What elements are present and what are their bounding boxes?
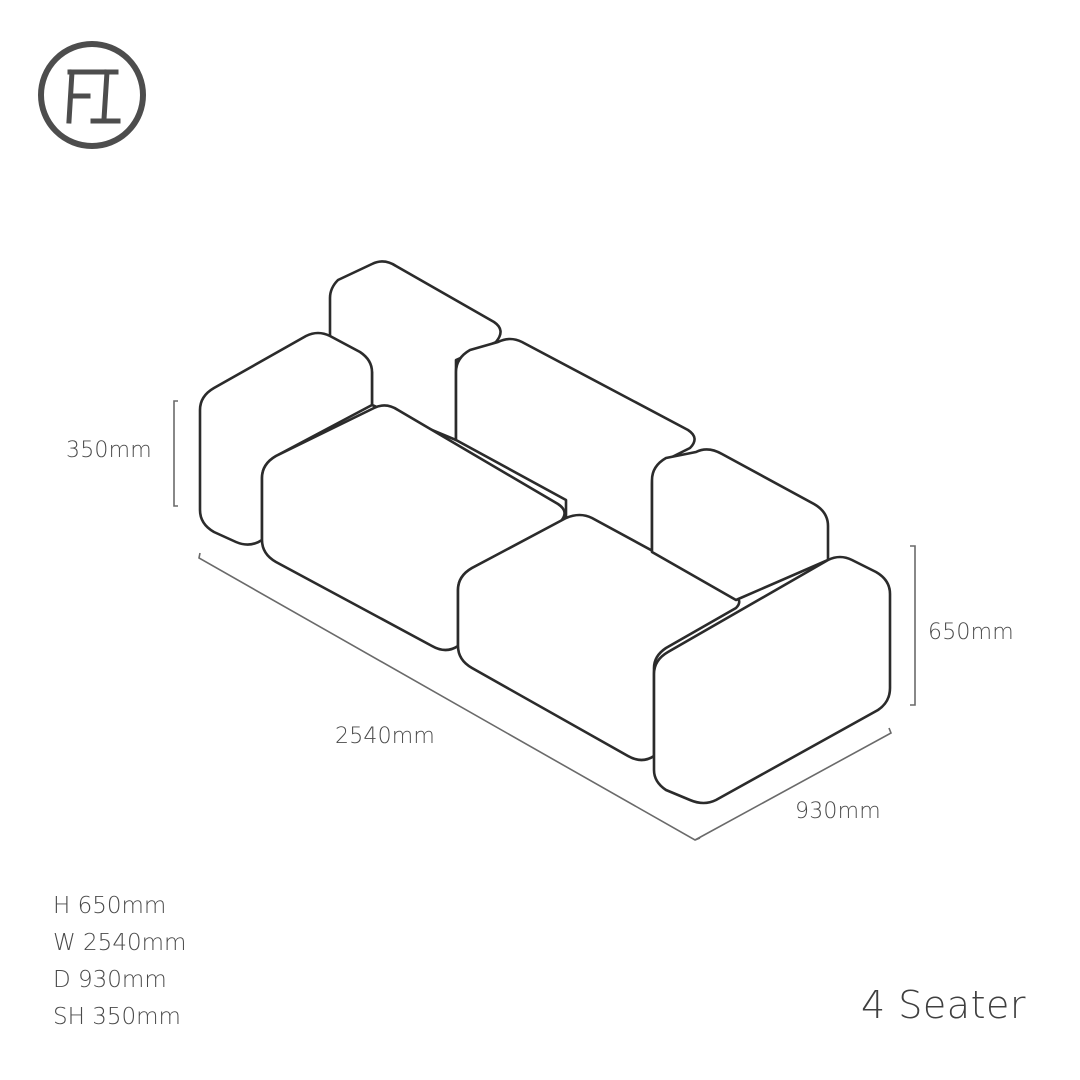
sofa-outline-icon	[198, 260, 892, 805]
height-label: 650mm	[928, 620, 1014, 645]
depth-label: 930mm	[795, 799, 881, 824]
depth-line	[694, 727, 893, 841]
spec-height: H 650mm	[53, 893, 167, 919]
spec-seat-height: SH 350mm	[53, 1004, 181, 1030]
spec-width: W 2540mm	[53, 930, 187, 956]
fl-monogram-logo-icon	[38, 41, 146, 149]
seat-height-bracket	[173, 400, 178, 507]
right-armrest	[652, 555, 892, 805]
dimension-guides	[173, 400, 916, 841]
height-bracket	[910, 545, 916, 706]
spec-list: H 650mm W 2540mm D 930mm SH 350mm	[53, 888, 186, 1036]
spec-depth: D 930mm	[53, 967, 167, 993]
width-label: 2540mm	[335, 724, 436, 749]
seat-height-label: 350mm	[66, 438, 152, 463]
model-name: 4 Seater	[861, 983, 1026, 1027]
back-cushion-far-right	[650, 448, 830, 602]
